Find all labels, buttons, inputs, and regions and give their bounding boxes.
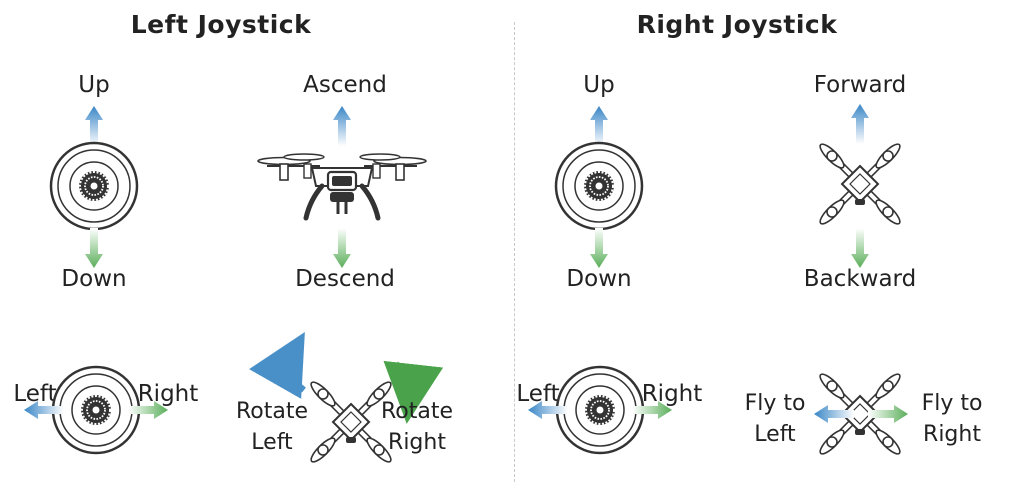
section-divider bbox=[514, 22, 515, 482]
rotate-left-label: Rotate Left bbox=[235, 399, 309, 455]
right-down-label: Down bbox=[566, 266, 632, 292]
drone-top-pitch-icon bbox=[790, 104, 930, 268]
drone-side-icon bbox=[245, 106, 445, 268]
left-up-label: Up bbox=[78, 72, 110, 98]
right-roll-left-label: Left bbox=[516, 381, 560, 407]
descend-label: Descend bbox=[295, 266, 395, 292]
drone-top-rotate-icon bbox=[249, 331, 444, 476]
rotate-left-arrow-icon bbox=[249, 331, 306, 399]
left-throttle-joystick-icon bbox=[49, 106, 139, 268]
right-up-label: Up bbox=[583, 72, 615, 98]
ascend-label: Ascend bbox=[303, 72, 387, 98]
rotate-right-arrow-icon bbox=[383, 360, 444, 424]
fly-left-label: Fly to Left bbox=[744, 391, 806, 447]
left-yaw-right-label: Right bbox=[137, 381, 199, 407]
drone-top-roll-icon bbox=[790, 356, 908, 480]
forward-label: Forward bbox=[813, 72, 907, 98]
left-down-label: Down bbox=[61, 266, 127, 292]
left-yaw-left-label: Left bbox=[13, 381, 57, 407]
right-roll-right-label: Right bbox=[641, 381, 703, 407]
left-joystick-title: Left Joystick bbox=[130, 10, 312, 39]
right-pitch-joystick-icon bbox=[554, 106, 644, 268]
fly-right-label: Fly to Right bbox=[921, 391, 983, 447]
rotate-right-label: Rotate Right bbox=[380, 399, 454, 455]
right-joystick-title: Right Joystick bbox=[636, 10, 838, 39]
backward-label: Backward bbox=[803, 266, 917, 292]
